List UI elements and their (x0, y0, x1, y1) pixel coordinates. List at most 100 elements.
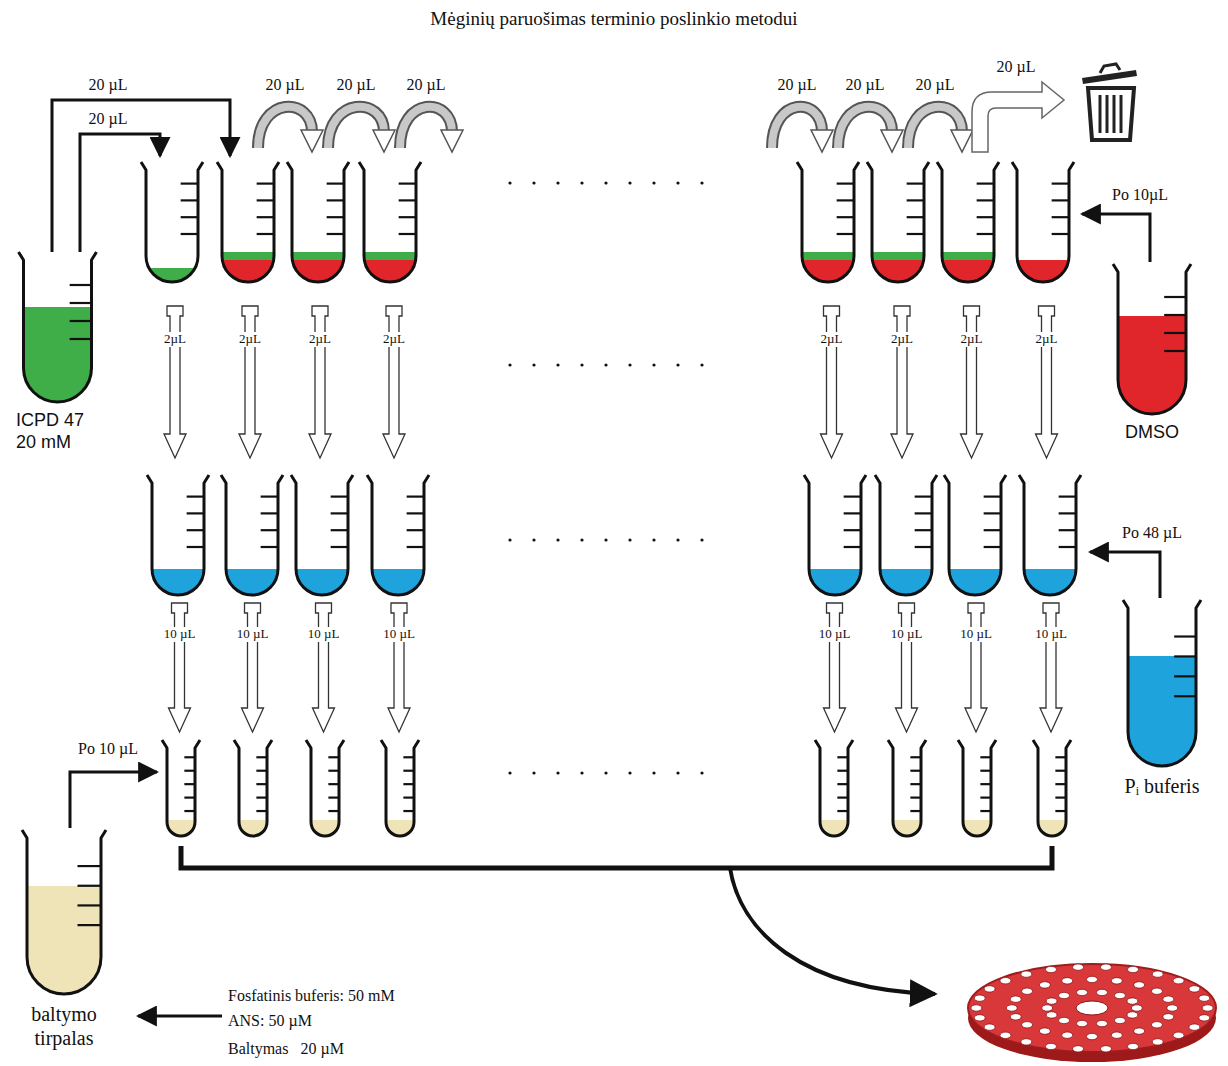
ellipsis-dot (508, 363, 511, 366)
liquid (287, 252, 349, 260)
volume-label: Po 10 µL (76, 740, 140, 758)
rotor-plate (968, 964, 1216, 1062)
graduation (1052, 199, 1069, 201)
graduation (907, 199, 924, 201)
graduation (328, 770, 339, 772)
graduation (837, 756, 848, 758)
graduation (261, 496, 278, 498)
graduation (328, 756, 339, 758)
volume-label: 10 µL (162, 627, 198, 642)
sample-tube (867, 162, 929, 282)
graduation (910, 796, 921, 798)
graduation (77, 904, 101, 906)
graduation (331, 546, 348, 548)
volume-label: Po 10µL (1110, 186, 1170, 204)
serial-arrow (908, 107, 962, 148)
tube-outline (1033, 740, 1071, 836)
liquid (797, 252, 859, 260)
graduation (403, 783, 414, 785)
buffer-stock: Pᵢ buferis (1106, 598, 1218, 798)
transfer-arrow (965, 603, 987, 732)
ellipsis-dot (508, 771, 511, 774)
volume-label: 20 µL (335, 76, 378, 94)
discard-arrow (972, 82, 1064, 152)
serial-arrow (838, 107, 892, 148)
serial-arrow (838, 107, 892, 148)
volume-label: 20 µL (776, 76, 819, 94)
graduation (257, 183, 274, 185)
stock-tube (14, 828, 114, 996)
serial-arrow (258, 107, 312, 148)
graduation (1055, 770, 1066, 772)
graduation (256, 783, 267, 785)
graduation (1164, 350, 1186, 352)
graduation (837, 183, 854, 185)
volume-label: 2µL (819, 332, 845, 347)
liquid (1123, 656, 1201, 766)
graduation (1055, 756, 1066, 758)
graduation (1055, 810, 1066, 812)
graduation (184, 756, 195, 758)
tube-label: DMSO (1104, 422, 1200, 444)
graduation (977, 199, 994, 201)
ellipsis-dot (508, 538, 511, 541)
composition-note: Baltymas 20 µM (228, 1040, 344, 1058)
graduation (77, 885, 101, 887)
ellipsis-dot (700, 771, 703, 774)
dispense-line (1082, 214, 1150, 262)
sample-tube (141, 162, 203, 282)
graduation (837, 796, 848, 798)
graduation (256, 770, 267, 772)
volume-label: 10 µL (1033, 627, 1069, 642)
graduation (1174, 695, 1196, 697)
graduation (837, 770, 848, 772)
composition-pointer (138, 1015, 222, 1018)
buffer-tube (367, 475, 429, 595)
transfer-arrow (1036, 306, 1058, 458)
volume-label: 10 µL (889, 627, 925, 642)
sample-tube (937, 162, 999, 282)
tube-outline (221, 475, 283, 595)
volume-label: 20 µL (405, 76, 448, 94)
graduation (1059, 496, 1076, 498)
graduation (844, 546, 861, 548)
sample-tube (287, 162, 349, 282)
serial-arrow (908, 107, 962, 148)
tube-outline (381, 740, 419, 836)
ellipsis-dot (652, 181, 655, 184)
graduation (399, 216, 416, 218)
ellipsis-dot (652, 771, 655, 774)
volume-label: 2µL (1034, 332, 1060, 347)
graduation (70, 338, 92, 340)
liquid (937, 252, 999, 260)
pcr-tube (888, 740, 926, 836)
tube-outline (937, 162, 999, 282)
serial-arrowhead (951, 130, 973, 152)
tube-label: Pᵢ buferis (1106, 774, 1218, 798)
graduation (1164, 296, 1186, 298)
graduation (327, 216, 344, 218)
pcr-tube (162, 740, 200, 836)
ellipsis-dot (700, 538, 703, 541)
transfer-arrow (309, 306, 331, 458)
graduation (407, 496, 424, 498)
graduation (1052, 183, 1069, 185)
volume-label: 10 µL (306, 627, 342, 642)
tube-outline (1113, 264, 1191, 414)
transfer-arrow (896, 603, 918, 732)
trash-can (1082, 64, 1137, 140)
graduation (980, 783, 991, 785)
tube-outline (287, 162, 349, 282)
tube-outline (797, 162, 859, 282)
graduation (184, 810, 195, 812)
tube-outline (1123, 600, 1201, 766)
ellipsis-dot (556, 771, 559, 774)
to-plate-line (730, 868, 935, 994)
graduation (257, 233, 274, 235)
volume-label: 20 µL (87, 110, 130, 128)
graduation (980, 796, 991, 798)
graduation (1164, 332, 1186, 334)
graduation (77, 865, 101, 867)
transfer-arrow (961, 306, 983, 458)
